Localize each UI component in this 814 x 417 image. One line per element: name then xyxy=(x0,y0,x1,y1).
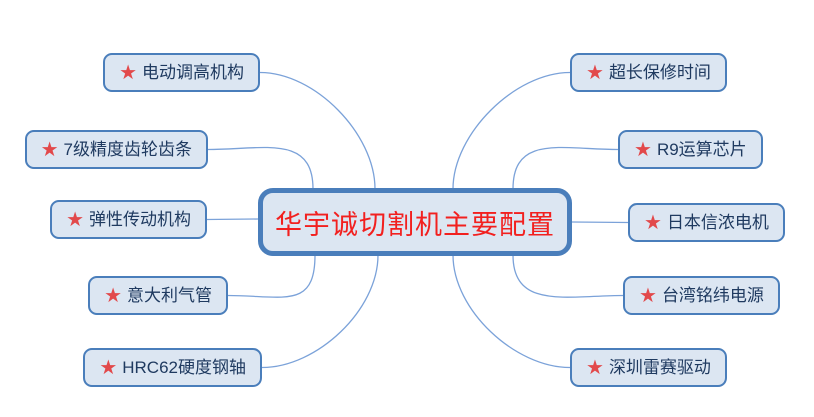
branch-node-right-2[interactable]: ★日本信浓电机 xyxy=(628,203,785,242)
connector-path xyxy=(206,218,259,221)
star-icon: ★ xyxy=(66,208,84,231)
branch-node-left-2[interactable]: ★ 弹性传动机构 xyxy=(50,200,207,239)
branch-node-left-4[interactable]: ★HRC62硬度钢轴 xyxy=(83,348,262,387)
branch-node-right-4[interactable]: ★深圳雷赛驱动 xyxy=(570,348,727,387)
branch-node-label: 意大利气管 xyxy=(127,286,212,305)
connector-path xyxy=(207,146,314,190)
connector-path xyxy=(452,71,571,190)
star-icon: ★ xyxy=(119,61,137,84)
connector-path xyxy=(571,221,629,224)
branch-node-label: 日本信浓电机 xyxy=(666,213,769,232)
star-icon: ★ xyxy=(639,284,657,307)
branch-node-left-3[interactable]: ★ 意大利气管 xyxy=(88,276,228,315)
connector-path xyxy=(512,146,619,190)
connector-path xyxy=(259,71,376,190)
star-icon: ★ xyxy=(586,356,604,379)
branch-node-label: 弹性传动机构 xyxy=(89,210,191,229)
star-icon: ★ xyxy=(104,284,122,307)
connector-path xyxy=(452,254,571,369)
branch-node-right-1[interactable]: ★R9运算芯片 xyxy=(618,130,763,169)
branch-node-left-0[interactable]: ★ 电动调高机构 xyxy=(103,53,260,92)
connector-path xyxy=(512,254,624,298)
mindmap-center-node[interactable]: 华宇诚切割机主要配置 xyxy=(258,188,572,256)
star-icon: ★ xyxy=(634,138,652,161)
center-node-label: 华宇诚切割机主要配置 xyxy=(275,209,555,241)
branch-node-label: 7级精度齿轮齿条 xyxy=(63,140,192,159)
star-icon: ★ xyxy=(99,356,118,379)
branch-node-left-1[interactable]: ★7级精度齿轮齿条 xyxy=(24,130,208,169)
star-icon: ★ xyxy=(644,211,662,234)
branch-node-label: R9运算芯片 xyxy=(656,140,747,159)
branch-node-label: HRC62硬度钢轴 xyxy=(122,358,246,377)
branch-node-right-3[interactable]: ★台湾铭纬电源 xyxy=(623,276,780,315)
branch-node-label: 台湾铭纬电源 xyxy=(661,286,764,305)
branch-node-label: 电动调高机构 xyxy=(142,63,244,82)
connector-path xyxy=(227,254,316,298)
star-icon: ★ xyxy=(40,138,59,161)
branch-node-label: 深圳雷赛驱动 xyxy=(608,358,711,377)
branch-node-label: 超长保修时间 xyxy=(608,63,711,82)
star-icon: ★ xyxy=(586,61,604,84)
branch-node-right-0[interactable]: ★超长保修时间 xyxy=(570,53,727,92)
connector-path xyxy=(261,254,379,369)
